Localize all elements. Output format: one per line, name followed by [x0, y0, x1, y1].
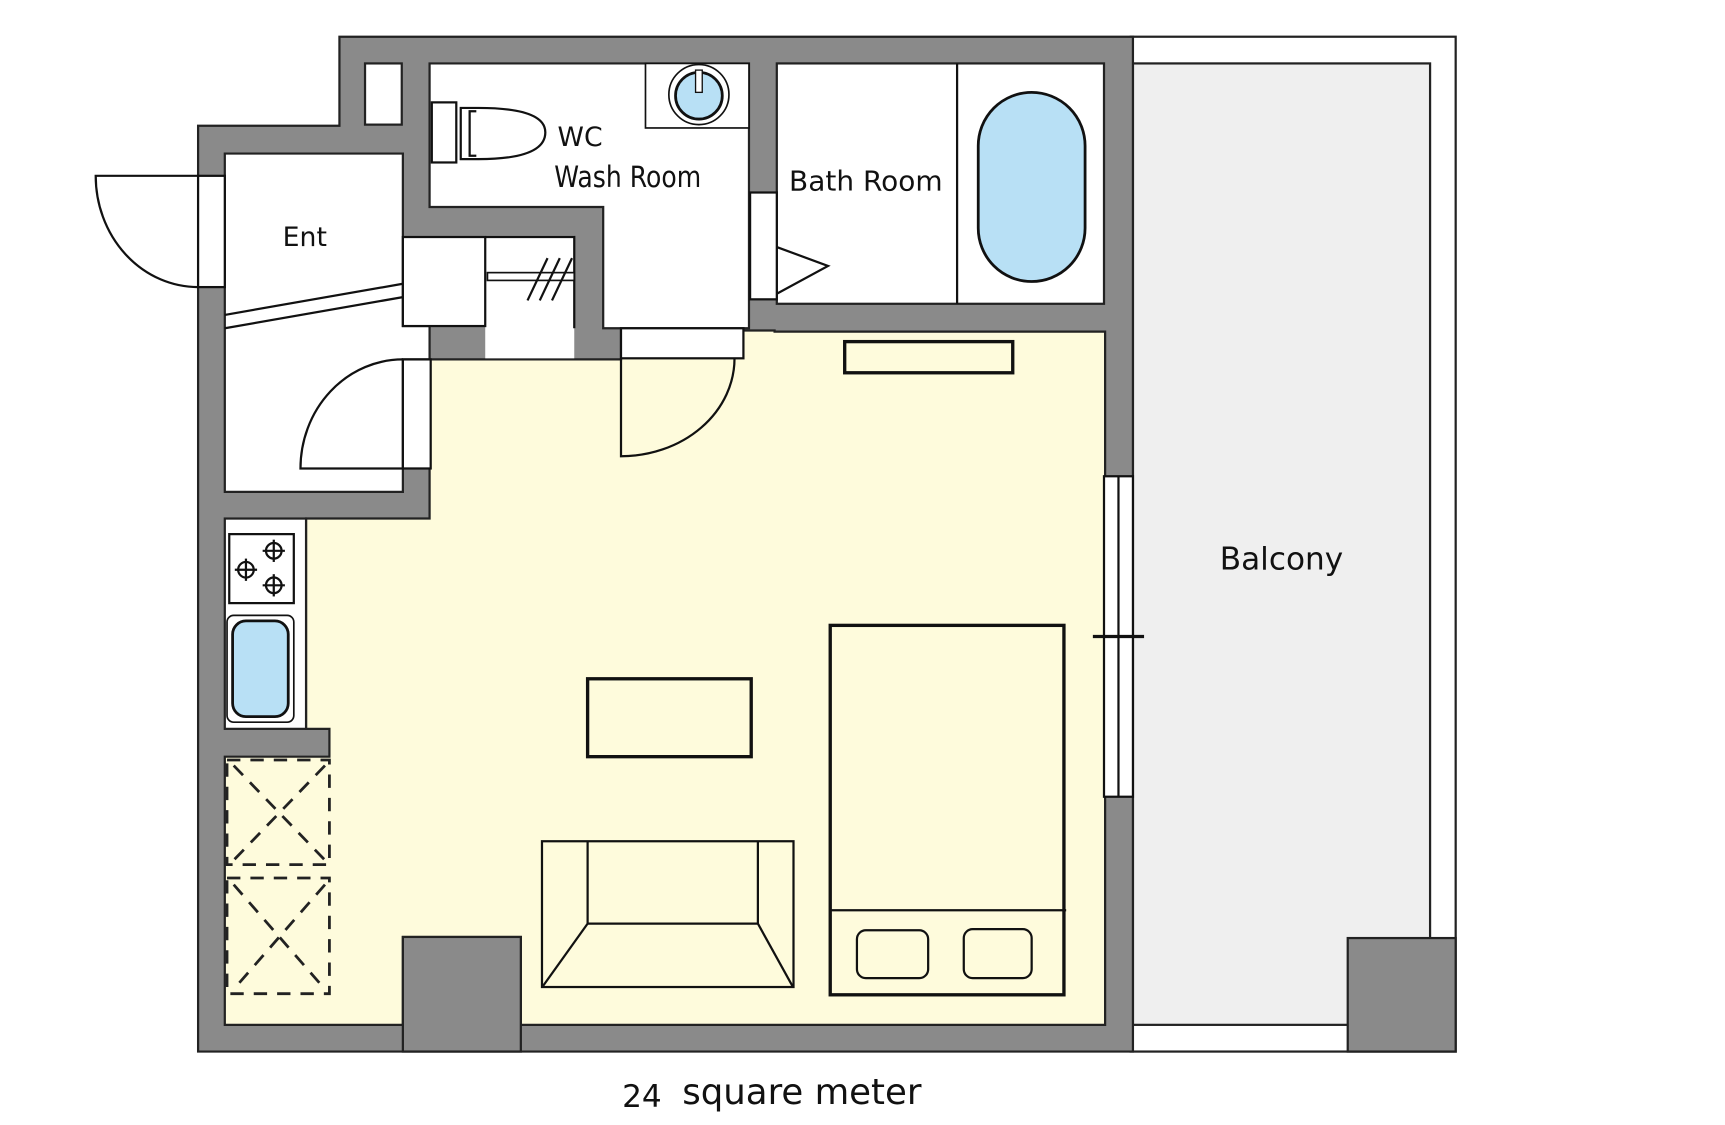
bed	[828, 623, 1067, 997]
tv-stand	[843, 339, 1015, 375]
bathtub-icon	[976, 90, 1087, 283]
gas-stove-icon	[228, 533, 295, 605]
sliding-rail	[486, 257, 576, 301]
structural-column	[401, 935, 522, 1053]
washroom-door-swing[interactable]	[619, 358, 736, 458]
bathroom-door[interactable]	[748, 191, 831, 301]
area-unit: square meter	[682, 1072, 922, 1113]
label-wash-room: Wash Room	[554, 160, 701, 194]
wash-basin-icon	[644, 62, 750, 129]
balcony-corner-column	[1346, 936, 1457, 1053]
label-entrance: Ent	[283, 222, 327, 253]
washroom-door-frame	[619, 327, 745, 360]
kitchen-sink-icon	[226, 614, 295, 724]
pipe-shaft	[363, 62, 403, 126]
washing-machine-space	[401, 235, 487, 328]
entrance-inner-door-swing[interactable]	[299, 358, 403, 470]
entrance-inner-door-frame	[401, 358, 432, 470]
front-door[interactable]	[94, 174, 226, 289]
balcony-area	[1129, 35, 1457, 1053]
label-bath-room: Bath Room	[789, 164, 943, 197]
area-value: 24	[622, 1079, 662, 1115]
sofa	[540, 840, 795, 989]
toilet-icon	[430, 101, 547, 164]
table	[585, 677, 753, 759]
label-wc: WC	[558, 122, 603, 153]
shoe-cabinet	[224, 282, 404, 330]
sliding-window[interactable]	[1092, 475, 1145, 798]
closet	[225, 758, 331, 996]
label-balcony: Balcony	[1220, 542, 1343, 578]
